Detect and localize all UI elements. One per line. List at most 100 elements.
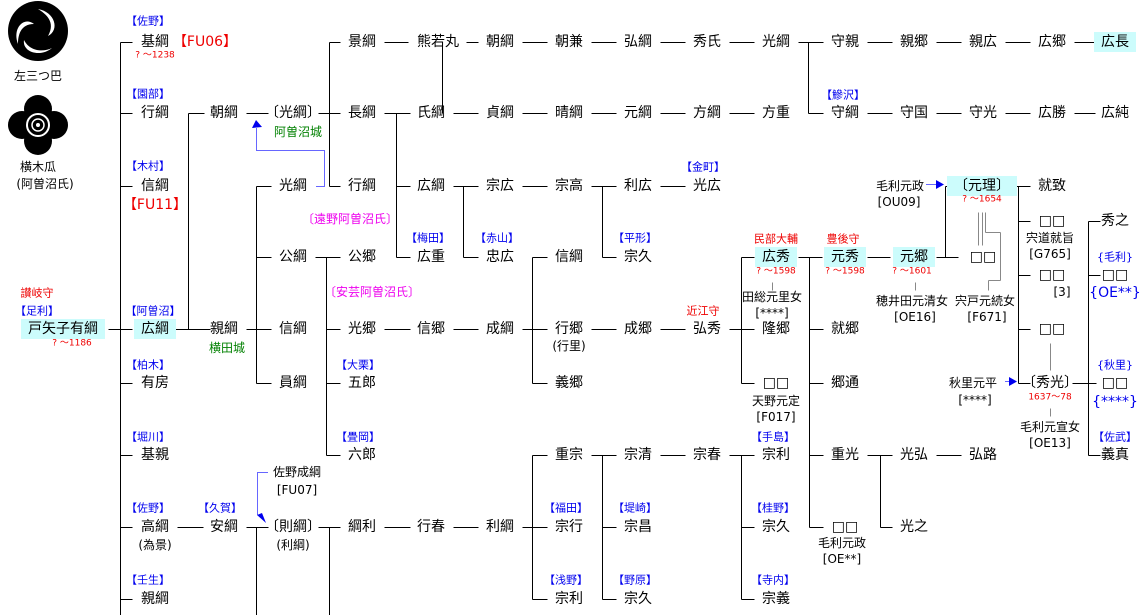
person-nobutuna2[interactable]: 信綱 [279,321,307,337]
person-chikasato[interactable]: 親郷 [900,34,928,50]
person-narisato[interactable]: 成郷 [624,321,652,337]
person-yasutuna[interactable]: 安綱 [210,519,238,535]
person-arituna[interactable]: 戸矢子有綱 [21,319,105,339]
person-sq7[interactable]: □□ [1101,267,1129,283]
person-hirosato[interactable]: 広郷 [1038,34,1066,50]
person-motohide[interactable]: 元秀 [824,247,866,267]
person-mitutuna3[interactable]: 光綱 [762,34,790,50]
person-mototuna[interactable]: 元綱 [624,105,652,121]
person-muneyoshi[interactable]: 宗義 [762,591,790,607]
person-mitutuna-b[interactable]: 〔光綱〕 [265,105,321,121]
person-kagetuna[interactable]: 景綱 [348,34,376,50]
person-munehisa2[interactable]: 宗久 [624,591,652,607]
person-nobusato[interactable]: 信郷 [417,321,445,337]
person-arifusa[interactable]: 有房 [141,375,169,391]
person-kimisato[interactable]: 公郷 [348,249,376,265]
person-hirohide1[interactable]: 弘秀 [693,321,721,337]
person-yoshizane[interactable]: 義真 [1101,447,1129,463]
person-yukituna1[interactable]: 行綱 [141,105,169,121]
person-takatuna[interactable]: 高綱 [141,519,169,535]
person-nobutuna1[interactable]: 信綱 [141,178,169,194]
person-mitusato[interactable]: 光郷 [348,321,376,337]
person-munehisa1[interactable]: 宗久 [624,249,652,265]
person-morikuni[interactable]: 守国 [900,105,928,121]
person-narisato2[interactable]: 就郷 [831,321,859,337]
person-hirotuna2[interactable]: 広綱 [417,178,445,194]
person-hidemitu[interactable]: 〔秀光〕 [1022,375,1078,391]
person-sq2[interactable]: □□ [831,519,859,535]
person-sq6[interactable]: □□ [1038,321,1066,337]
person-muneyuki[interactable]: 宗行 [555,519,583,535]
person-shigemitu[interactable]: 重光 [831,447,859,463]
person-naritsuna[interactable]: 成綱 [486,321,514,337]
person-hironaga[interactable]: 広長 [1094,32,1136,52]
person-mituhiro2[interactable]: 光弘 [900,447,928,463]
person-tomotuna1[interactable]: 朝綱 [210,105,238,121]
person-motochika[interactable]: 基親 [141,447,169,463]
person-motoduna[interactable]: 基綱 [141,34,169,50]
person-katatuna[interactable]: 方綱 [693,105,721,121]
person-hirohide2[interactable]: 広秀 [755,247,797,267]
person-hirotuna3[interactable]: 弘綱 [624,34,652,50]
person-hiroshige[interactable]: 広重 [417,249,445,265]
person-mitutuna2[interactable]: 光綱 [279,178,307,194]
person-kumawakamaru[interactable]: 熊若丸 [417,34,459,50]
person-kazutuna[interactable]: 員綱 [279,375,307,391]
note-tabusa-id: [****] [755,306,789,320]
person-morimitu[interactable]: 守光 [969,105,997,121]
person-motomasa-b[interactable]: 〔元理〕 [947,176,1017,196]
person-katashige[interactable]: 方重 [762,105,790,121]
person-yukiharu[interactable]: 行春 [417,519,445,535]
person-morituna[interactable]: 守綱 [831,105,859,121]
person-yukituna2[interactable]: 行綱 [348,178,376,194]
person-narimune[interactable]: 就致 [1038,178,1066,194]
person-nagatuna[interactable]: 長綱 [348,105,376,121]
person-noritsuna[interactable]: 〔則綱〕 [265,519,321,535]
person-sq4[interactable]: □□ [1038,213,1066,229]
person-sq5[interactable]: □□ [1038,267,1066,283]
person-munetoshi1[interactable]: 宗利 [555,591,583,607]
person-hirokatsu[interactable]: 広勝 [1038,105,1066,121]
person-yukisato[interactable]: 行郷 [555,321,583,337]
person-mituyuki[interactable]: 光之 [900,519,928,535]
person-toshihiro[interactable]: 利広 [624,178,652,194]
person-satomichi[interactable]: 郷通 [831,375,859,391]
person-hirozumi[interactable]: 広純 [1101,105,1129,121]
person-hiromichi[interactable]: 弘路 [969,447,997,463]
person-hideyuki[interactable]: 秀之 [1101,213,1129,229]
person-nobutuna3[interactable]: 信綱 [555,249,583,265]
person-munetoshi2[interactable]: 宗利 [762,447,790,463]
person-shigemune[interactable]: 重宗 [555,447,583,463]
person-tunatoshi[interactable]: 綱利 [348,519,376,535]
person-goro[interactable]: 五郎 [348,375,376,391]
person-yoshisato[interactable]: 義郷 [555,375,583,391]
person-chikahiro[interactable]: 親広 [969,34,997,50]
person-munekiyo[interactable]: 宗清 [624,447,652,463]
person-munemasa[interactable]: 宗昌 [624,519,652,535]
person-ujituna[interactable]: 氏綱 [417,105,445,121]
person-sq1[interactable]: □□ [762,375,790,391]
person-kimituna[interactable]: 公綱 [279,249,307,265]
person-mituhiro[interactable]: 光広 [693,178,721,194]
person-munetaka[interactable]: 宗高 [555,178,583,194]
person-morichika[interactable]: 守親 [831,34,859,50]
person-chikatuna1[interactable]: 親綱 [141,591,169,607]
person-hideuji[interactable]: 秀氏 [693,34,721,50]
person-hirotuna1[interactable]: 広綱 [134,319,176,339]
person-harutuna[interactable]: 晴綱 [555,105,583,121]
person-takasato[interactable]: 隆郷 [762,321,790,337]
person-muneharu[interactable]: 宗春 [693,447,721,463]
person-tomokane[interactable]: 朝兼 [555,34,583,50]
person-toshituna[interactable]: 利綱 [486,519,514,535]
arrowhead-icon [936,180,944,189]
person-munehiro[interactable]: 宗広 [486,178,514,194]
person-tadahiro[interactable]: 忠広 [486,249,514,265]
person-chikatuna2[interactable]: 親綱 [210,321,238,337]
person-tomotuna2[interactable]: 朝綱 [486,34,514,50]
person-munehisa3[interactable]: 宗久 [762,519,790,535]
person-sadatuna[interactable]: 貞綱 [486,105,514,121]
person-sq8[interactable]: □□ [1101,375,1129,391]
person-rokuro[interactable]: 六郎 [348,447,376,463]
person-motosato[interactable]: 元郷 [893,247,935,267]
person-sq3[interactable]: □□ [969,249,997,265]
